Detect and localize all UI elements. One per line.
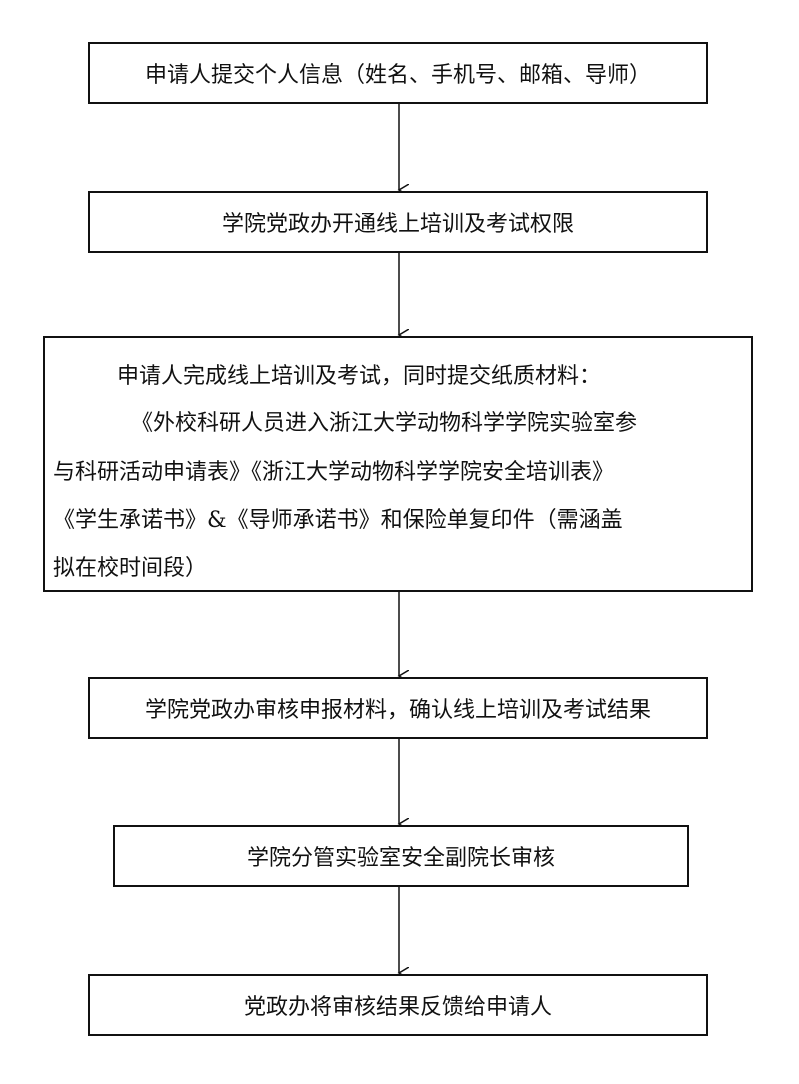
- step-6-text: 党政办将审核结果反馈给申请人: [243, 995, 552, 1020]
- step-3-line-1: 申请人完成线上培训及考试，同时提交纸质材料：: [117, 364, 602, 389]
- step-5-box: 学院分管实验室安全副院长审核: [113, 825, 689, 887]
- step-2-box: 学院党政办开通线上培训及考试权限: [88, 191, 708, 253]
- step-1-text: 申请人提交个人信息（姓名、手机号、邮箱、导师）: [144, 63, 651, 88]
- step-3-line-2: 《外校科研人员进入浙江大学动物科学学院实验室参: [131, 411, 638, 436]
- step-4-box: 学院党政办审核申报材料，确认线上培训及考试结果: [88, 677, 708, 739]
- step-3-line-4: 《学生承诺书》&《导师承诺书》和保险单复印件（需涵盖: [53, 508, 623, 533]
- step-4-text: 学院党政办审核申报材料，确认线上培训及考试结果: [144, 698, 651, 723]
- step-3-box: 申请人完成线上培训及考试，同时提交纸质材料： 《外校科研人员进入浙江大学动物科学…: [43, 336, 753, 592]
- step-3-line-5: 拟在校时间段）: [53, 556, 208, 581]
- step-5-text: 学院分管实验室安全副院长审核: [246, 846, 555, 871]
- step-2-text: 学院党政办开通线上培训及考试权限: [221, 212, 574, 237]
- step-3-line-3: 与科研活动申请表》《浙江大学动物科学学院安全培训表》: [53, 460, 615, 485]
- step-1-box: 申请人提交个人信息（姓名、手机号、邮箱、导师）: [88, 42, 708, 104]
- step-6-box: 党政办将审核结果反馈给申请人: [88, 974, 708, 1036]
